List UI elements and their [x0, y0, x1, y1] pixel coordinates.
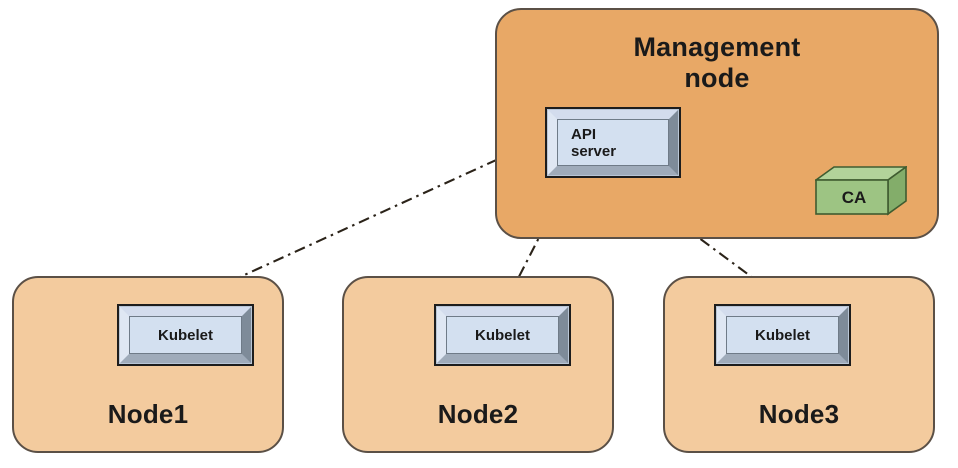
- management-node-label-line2: node: [684, 63, 750, 93]
- kubelet-node1-inner: Kubelet: [129, 316, 242, 354]
- kubelet-node2-inner: Kubelet: [446, 316, 559, 354]
- ca-label: CA: [841, 188, 867, 207]
- kubelet-node3-label: Kubelet: [754, 326, 810, 344]
- api-server-label-line1: API: [571, 125, 597, 143]
- management-node-label: Management node: [497, 32, 937, 94]
- kubelet-box-node1[interactable]: Kubelet: [117, 304, 254, 366]
- worker-node-2-label: Node2: [437, 399, 519, 429]
- management-node-label-line1: Management: [633, 32, 801, 62]
- ca-box[interactable]: CA: [815, 166, 907, 216]
- worker-node-1-label: Node1: [107, 399, 189, 429]
- ca-cuboid-icon: [815, 166, 907, 216]
- api-server-box[interactable]: API server: [545, 107, 681, 178]
- kubelet-box-node3[interactable]: Kubelet: [714, 304, 851, 366]
- kubelet-node3-inner: Kubelet: [726, 316, 839, 354]
- kubelet-node1-label: Kubelet: [157, 326, 213, 344]
- api-server-inner: API server: [557, 119, 669, 166]
- api-server-label-line2: server: [571, 142, 617, 160]
- kubelet-box-node2[interactable]: Kubelet: [434, 304, 571, 366]
- worker-node-3-label: Node3: [758, 399, 840, 429]
- kubelet-node2-label: Kubelet: [474, 326, 530, 344]
